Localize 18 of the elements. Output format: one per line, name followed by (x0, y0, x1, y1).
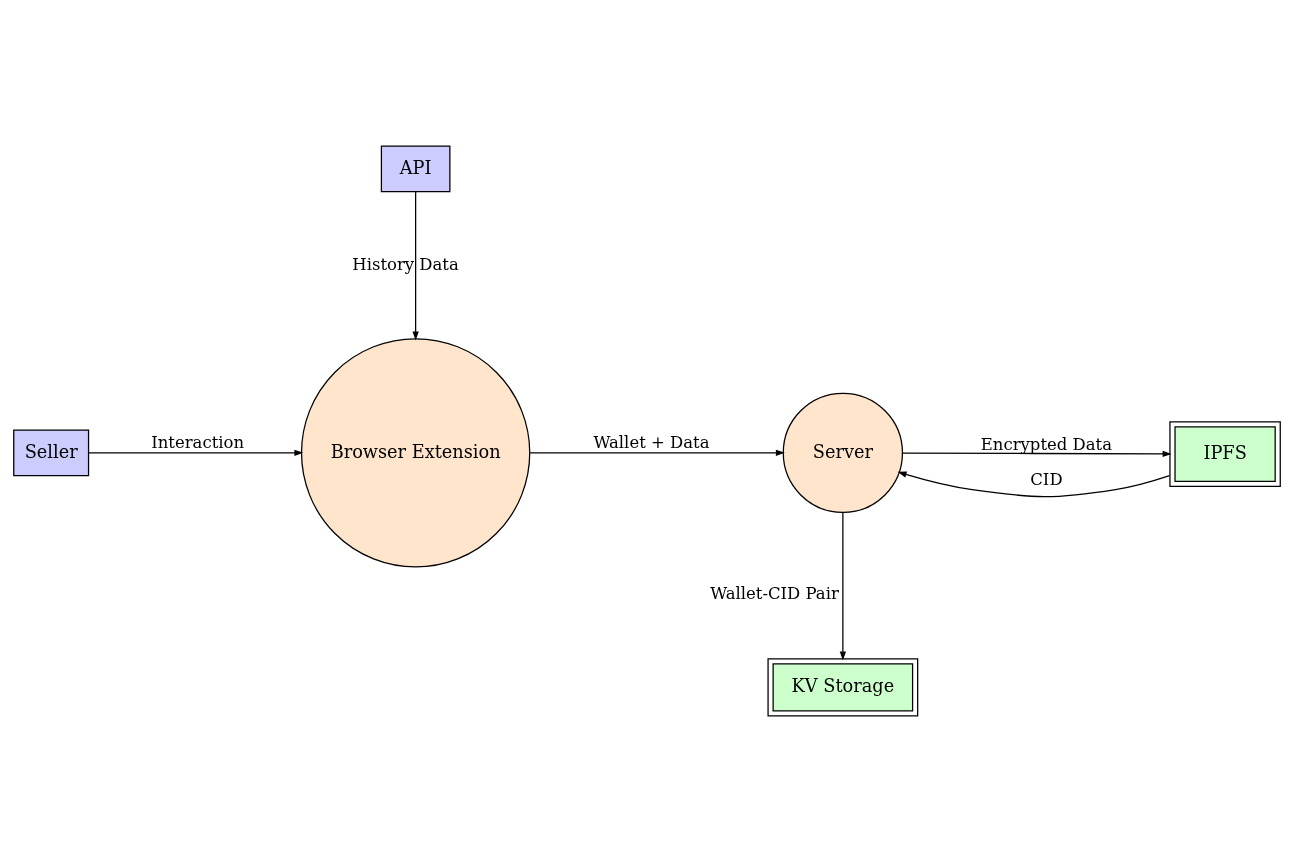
arrow (902, 450, 1172, 457)
edge-label: Interaction (151, 432, 245, 452)
edge-label: History Data (352, 254, 459, 274)
arrow (412, 190, 419, 340)
edge-label: CID (1030, 469, 1063, 489)
node-box: Seller (13, 428, 90, 476)
edge-label: Wallet + Data (593, 432, 710, 452)
node-box: API (380, 144, 451, 192)
arrow (897, 470, 1171, 497)
edge-label: Wallet-CID Pair (710, 583, 839, 603)
node-circle: Browser Extension (300, 337, 531, 568)
edge-label: Encrypted Data (980, 434, 1113, 454)
node-box: KV Storage (767, 657, 919, 717)
node-box: IPFS (1169, 420, 1281, 487)
arrow (529, 449, 785, 456)
node-circle: Server (782, 392, 904, 513)
arrow (88, 449, 304, 456)
arrow (839, 511, 846, 660)
